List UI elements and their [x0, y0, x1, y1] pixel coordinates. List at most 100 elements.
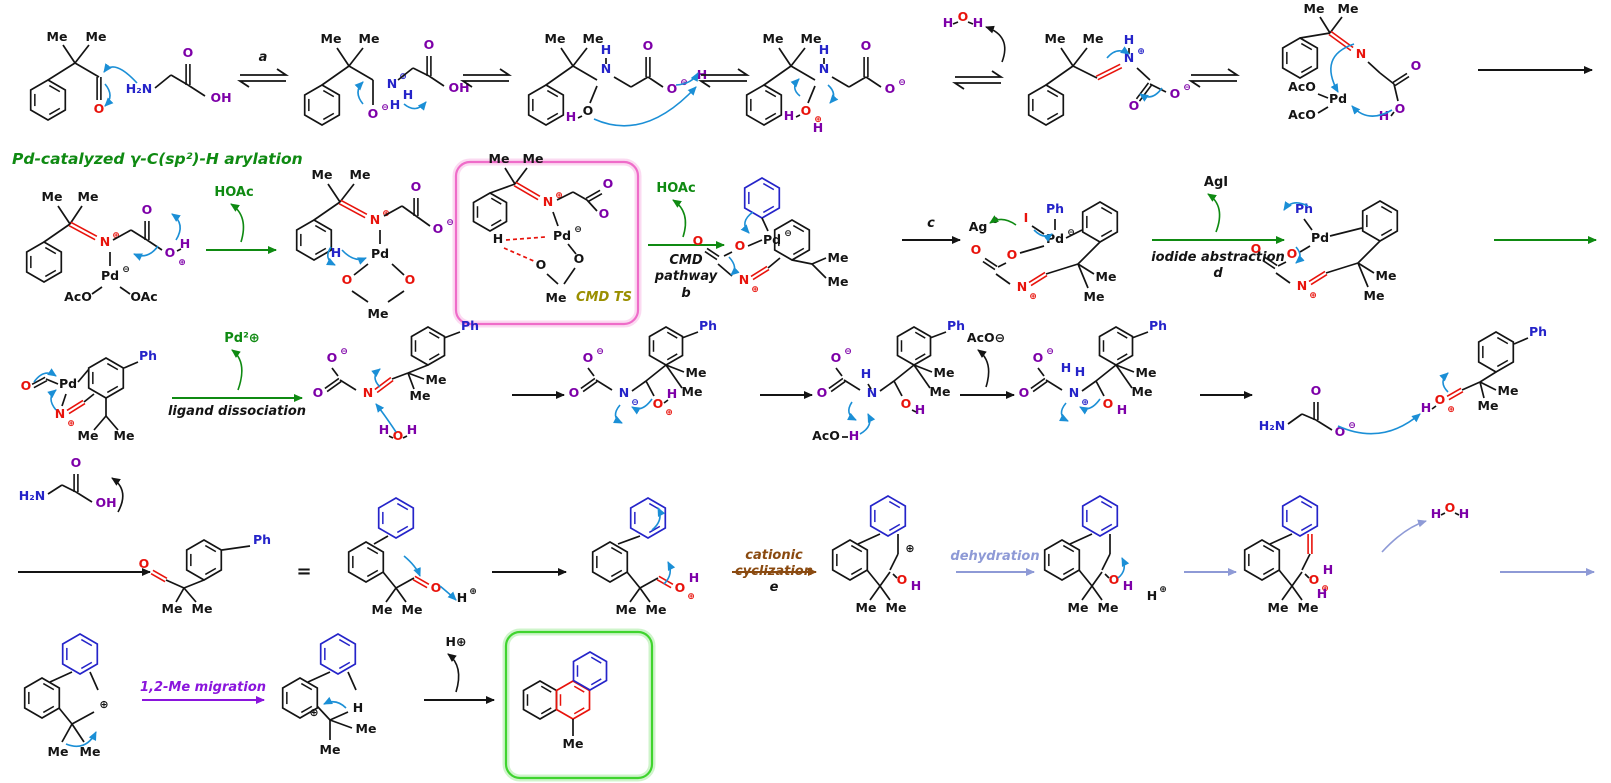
- atom-label: O: [1007, 247, 1018, 262]
- atom-label: H: [1147, 588, 1157, 603]
- bond: [1078, 569, 1093, 587]
- bond: [857, 533, 881, 545]
- double-bond: [1392, 72, 1408, 84]
- bond: [321, 65, 350, 86]
- atom-label: Me: [763, 31, 784, 46]
- aromatic-bond: [540, 707, 552, 715]
- bond: [572, 191, 588, 201]
- bond: [1031, 225, 1045, 235]
- bond: [443, 331, 461, 339]
- atom-label: OAc: [130, 289, 157, 304]
- atom-label: Pd: [59, 376, 77, 391]
- bond: [183, 579, 205, 589]
- atom-label: Me: [48, 744, 69, 759]
- cmd-ts-box: [454, 160, 640, 326]
- atom-label: H: [1323, 562, 1333, 577]
- bond: [1104, 573, 1110, 579]
- bond: [761, 217, 769, 232]
- double-bond: [582, 380, 598, 393]
- atom-label: ⊖: [784, 229, 792, 239]
- electron-flow-arrow: [1283, 201, 1309, 211]
- atom-label: Ph: [253, 532, 271, 547]
- atom-label: H: [1421, 400, 1431, 415]
- electron-flow-arrow: [371, 368, 381, 388]
- bond: [572, 65, 598, 81]
- bond: [1329, 227, 1363, 237]
- bond: [1072, 65, 1098, 79]
- electron-flow-arrow: [230, 203, 245, 243]
- atom-label: Me: [321, 31, 342, 46]
- atom-label: O: [971, 242, 982, 257]
- bond: [348, 65, 374, 81]
- benzene-ring: [1477, 331, 1515, 373]
- aromatic-bond: [590, 678, 602, 686]
- bond: [567, 243, 577, 255]
- bond: [647, 76, 664, 88]
- atom-label: ⊕: [67, 419, 75, 429]
- atom-label: H: [689, 570, 699, 585]
- atom-label: Ag: [969, 219, 988, 234]
- iodide-abstraction-text: iodide abstraction: [1151, 250, 1285, 265]
- bond: [373, 535, 389, 545]
- atom-label: O: [643, 38, 654, 53]
- bond: [57, 205, 71, 225]
- aromatic-bond: [914, 331, 926, 339]
- bond: [1278, 569, 1293, 587]
- electron-flow-arrow: [447, 653, 460, 693]
- aromatic-bond: [338, 661, 351, 670]
- bond: [1479, 371, 1497, 383]
- atom-label: Me: [426, 372, 447, 387]
- bond: [503, 247, 537, 263]
- aromatic-bond: [490, 219, 502, 227]
- atom-label: H: [1124, 32, 1134, 47]
- bond: [407, 372, 425, 380]
- atom-label: Me: [1132, 384, 1153, 399]
- atom-label: ⊕: [1081, 398, 1089, 408]
- bond: [723, 251, 733, 257]
- atom-label: Me: [368, 306, 389, 321]
- bond: [397, 67, 414, 81]
- atom-label: H: [667, 386, 677, 401]
- cationic-cyclization-letter: e: [769, 580, 779, 595]
- aromatic-bond: [1380, 205, 1393, 214]
- atom-label: Me: [1045, 31, 1066, 46]
- atom-label: O: [183, 45, 194, 60]
- atom-label: OH: [95, 495, 116, 510]
- bond: [89, 671, 99, 691]
- double-bond: [1308, 270, 1326, 283]
- electron-flow-arrow: [171, 213, 181, 241]
- atom-label: ⊕: [1159, 585, 1167, 595]
- bond: [47, 484, 63, 495]
- bond: [795, 114, 801, 118]
- cmd-pathway-letter: b: [681, 285, 691, 301]
- electron-flow-arrow: [103, 63, 138, 84]
- aromatic-bond: [888, 500, 901, 509]
- atom-label: H: [493, 231, 503, 246]
- aromatic-bond: [573, 685, 585, 693]
- atom-label: O: [433, 221, 444, 236]
- double-bond: [1030, 274, 1048, 287]
- double-bond: [68, 224, 96, 241]
- aromatic-bond: [762, 182, 775, 191]
- atom-label: ⊖: [1046, 347, 1054, 357]
- double-bond: [1028, 271, 1046, 284]
- atom-label: O: [583, 103, 594, 118]
- bond: [889, 553, 899, 571]
- atom-label: N: [1017, 279, 1027, 294]
- bond: [893, 380, 903, 397]
- electron-flow-arrow: [1117, 557, 1130, 579]
- atom-label: Me: [312, 167, 333, 182]
- bond: [560, 47, 574, 67]
- benzene-ring: [745, 84, 783, 126]
- atom-label: Me: [686, 365, 707, 380]
- atom-label: O: [327, 350, 338, 365]
- bond: [1299, 32, 1331, 39]
- double-bond: [1095, 63, 1121, 78]
- double-bond: [326, 380, 342, 393]
- electron-flow-arrow: [740, 211, 754, 234]
- bond: [639, 587, 651, 603]
- electron-flow-arrow: [790, 78, 801, 97]
- aromatic-bond: [573, 707, 585, 715]
- aromatic-bond: [764, 89, 777, 98]
- double-bond: [1448, 390, 1464, 401]
